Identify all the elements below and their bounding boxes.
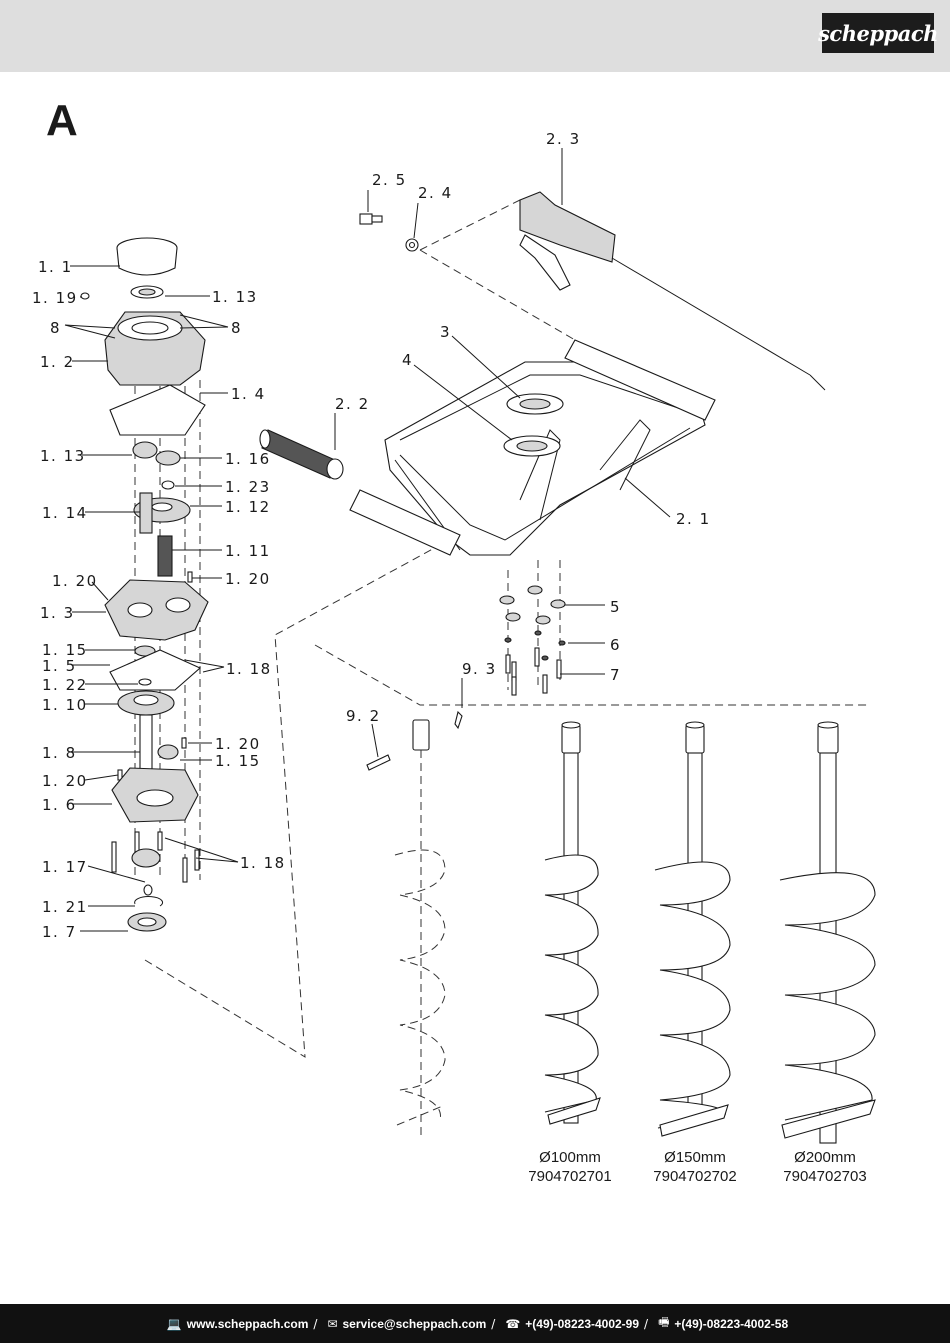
auger-200-article: 7904702703 [783,1168,866,1185]
footer-separator: / [644,1316,649,1331]
handle-frame [259,191,826,556]
auger-150-article: 7904702702 [653,1168,736,1185]
fax-icon: 🖷 [658,1315,670,1329]
label-1-4: 1. 4 [231,385,266,403]
label-1-17: 1. 17 [42,858,88,876]
auger-150-diameter: Ø150mm [664,1149,726,1166]
label-2-1: 2. 1 [676,510,711,528]
label-1-10: 1. 10 [42,696,88,714]
label-3: 3 [440,323,451,341]
label-1-2: 1. 2 [40,353,75,371]
label-1-23: 1. 23 [225,478,271,496]
auger-captions: Ø100mm 7904702701 Ø150mm 7904702702 Ø200… [528,1149,866,1185]
label-4: 4 [402,351,413,369]
computer-icon: 💻 [166,1316,182,1331]
label-1-18-a: 1. 18 [226,660,272,678]
label-1-7: 1. 7 [42,923,77,941]
label-9-3: 9. 3 [462,660,497,678]
footer-email[interactable]: service@scheppach.com [342,1316,487,1331]
label-1-14: 1. 14 [42,504,88,522]
label-1-6: 1. 6 [42,796,77,814]
label-2-4: 2. 4 [418,184,453,202]
label-6: 6 [610,636,621,654]
label-1-18-b: 1. 18 [240,854,286,872]
label-1-19: 1. 19 [32,289,78,307]
label-1-20-a: 1. 20 [52,572,98,590]
footer-separator: / [491,1316,496,1331]
auger-200 [779,721,876,1144]
auger-100 [544,721,601,1125]
section-letter: A [46,96,78,145]
label-1-3: 1. 3 [40,604,75,622]
footer-fax: +(49)-08223-4002-58 [674,1316,789,1331]
label-1-5: 1. 5 [42,657,77,675]
label-1-13-mid: 1. 13 [40,447,86,465]
label-1-13-top: 1. 13 [212,288,258,306]
label-1-22: 1. 22 [42,676,88,694]
label-1-20-c: 1. 20 [215,735,261,753]
label-1-12: 1. 12 [225,498,271,516]
label-2-3: 2. 3 [546,130,581,148]
footer-separator: / [313,1316,318,1331]
page-header: scheppach [0,0,950,72]
contact-footer: 💻 www.scheppach.com / ✉ service@scheppac… [0,1304,950,1343]
frame-leader-lines [334,148,671,758]
label-1-21: 1. 21 [42,898,88,916]
label-7: 7 [610,666,621,684]
label-1-1: 1. 1 [38,258,73,276]
exploded-parts-diagram: 1. 1 1. 19 8 8 1. 13 1. 2 1. 4 1. 13 1. … [32,130,876,1185]
part-labels: 1. 1 1. 19 8 8 1. 13 1. 2 1. 4 1. 13 1. … [32,130,711,941]
label-2-2: 2. 2 [335,395,370,413]
label-1-15-b: 1. 15 [215,752,261,770]
label-1-15-a: 1. 15 [42,641,88,659]
auger-200-diameter: Ø200mm [794,1149,856,1166]
label-8-left: 8 [50,319,61,337]
label-8-right: 8 [231,319,242,337]
label-1-20-d: 1. 20 [42,772,88,790]
auger-outline [366,710,463,1135]
label-1-11: 1. 11 [225,542,271,560]
gearbox-stack [80,237,209,932]
label-1-8: 1. 8 [42,744,77,762]
label-1-20-b: 1. 20 [225,570,271,588]
gearbox-leader-lines [64,265,239,932]
phone-icon: ☎ [505,1316,521,1331]
label-1-16: 1. 16 [225,450,271,468]
footer-phone: +(49)-08223-4002-99 [525,1316,640,1331]
auger-100-diameter: Ø100mm [539,1149,601,1166]
auger-150 [654,721,731,1137]
mail-icon: ✉ [327,1316,338,1331]
assembly-dash-lines [134,199,870,1058]
label-5: 5 [610,598,621,616]
footer-website[interactable]: www.scheppach.com [186,1316,309,1331]
auger-100-article: 7904702701 [528,1168,611,1185]
fastener-set [499,585,566,696]
label-9-2: 9. 2 [346,707,381,725]
scheppach-logo: scheppach [818,13,938,53]
label-2-5: 2. 5 [372,171,407,189]
